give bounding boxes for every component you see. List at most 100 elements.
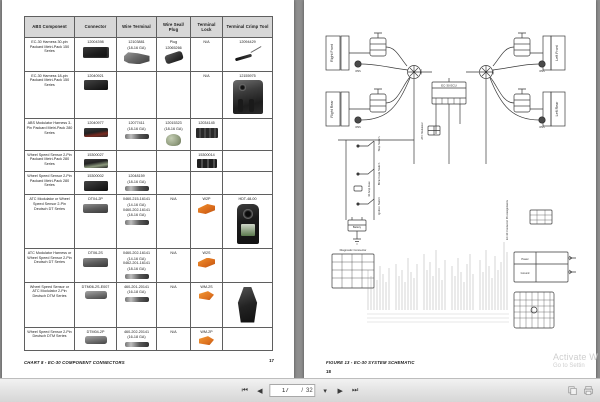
wire-seal-photo — [163, 50, 184, 65]
table-row: ATC Modulator Harness or Wheel Speed Sen… — [24, 248, 273, 283]
svg-text:Right Front: Right Front — [330, 44, 334, 62]
previous-page-icon[interactable]: ◀ — [257, 387, 263, 395]
cell-wire-seal: N/A — [156, 281, 191, 328]
cell-wire-seal: 12015323 (18-16 GA) — [156, 118, 191, 151]
connector-part-number: DTM06-2S-E007 — [81, 284, 110, 289]
wire-terminal-part-number: 0460-215-16141 — [122, 197, 151, 202]
cell-crimp-tool — [222, 149, 273, 173]
copy-icon[interactable] — [567, 385, 578, 396]
wire-terminal-gauge: (14-16 GA) — [127, 256, 146, 261]
svg-text:WSS: WSS — [355, 126, 361, 129]
component-name: ATC Modulator Harness or Wheel Speed Sen… — [27, 251, 72, 265]
chart-caption: CHART 8 - EC-30 COMPONENT CONNECTORS — [24, 360, 125, 365]
wire-seal-value: N/A — [170, 329, 177, 334]
connector-photo — [84, 336, 107, 345]
cell-terminal-lock: WM-2P — [190, 326, 223, 351]
page-number-field[interactable]: / 32 — [269, 384, 316, 397]
next-page-icon[interactable]: ▶ — [337, 387, 343, 395]
svg-text:WSS: WSS — [539, 70, 545, 73]
connector-photo — [83, 180, 108, 191]
cell-connector: DT04-2P — [74, 194, 117, 249]
cell-wire-seal: N/A — [156, 194, 191, 249]
svg-text:Power: Power — [521, 257, 528, 261]
terminal-lock-value: N/A — [203, 73, 210, 78]
wire-terminal-gauge: (18-16 GA) — [127, 45, 146, 50]
pin-assignment-note: EC-30 Connector Pin Assignments — [505, 199, 509, 240]
cell-wire-terminal — [116, 70, 157, 120]
wire-terminal-photo — [124, 133, 149, 139]
cell-wire-seal: Plug 12065266 — [156, 37, 191, 72]
wire-terminal-part-number-2: 0460-202-16141 — [122, 207, 151, 212]
pagination-controls[interactable]: ⏮ ◀ / 32 ▾ ▶ ⏭ — [239, 384, 360, 397]
table-row: Wheel Speed Sensor or ATC Modulator 2-Pi… — [24, 281, 273, 328]
cell-component: ATC Modulator or Wheel Speed Sensor 2-Pi… — [24, 194, 75, 249]
table-row: ATC Modulator or Wheel Speed Sensor 2-Pi… — [24, 194, 273, 249]
svg-text:Diagnostic Connector: Diagnostic Connector — [340, 248, 367, 252]
wire-terminal-part-number: 12077411 — [128, 121, 145, 126]
svg-text:Ignition Switch: Ignition Switch — [377, 197, 381, 215]
component-name: Wheel Speed Sensor 2-Pin Packard Metri-P… — [27, 174, 72, 188]
wire-terminal-gauge: (14-16 GA) — [127, 203, 146, 207]
cell-connector: DT06-2S — [74, 248, 117, 283]
crimp-tool-photo — [236, 204, 259, 244]
crimp-tool-part-number: 12155975 — [239, 73, 256, 78]
toolbar-right-actions[interactable] — [567, 385, 594, 396]
table-row: EC-30 Harness 30-pin Packard Metri-Pack … — [24, 37, 273, 72]
wire-terminal-gauge: (18-16 GA) — [127, 179, 146, 184]
cell-component: EC-30 Harness 30-pin Packard Metri-Pack … — [24, 37, 75, 72]
wire-terminal-gauge: (16-18 GA) — [127, 335, 146, 340]
connector-photo — [82, 46, 109, 58]
cell-component: ATC Modulator Harness or Wheel Speed Sen… — [24, 248, 75, 283]
wire-terminal-part-number: 12103881 — [128, 40, 145, 44]
cell-crimp-tool: 12094429 — [222, 37, 273, 72]
wire-terminal-gauge: (18-16 GA) — [127, 126, 146, 131]
wire-terminal-photo — [124, 186, 149, 192]
wire-terminal-gauge-2: (18-16 GA) — [127, 266, 146, 271]
connector-part-number: DT06-2S — [88, 251, 103, 255]
column-header-terminal-crimp-tool: Terminal Crimp Tool — [222, 16, 273, 38]
column-header-connector: Connector — [74, 16, 117, 38]
component-name: ATC Modulator or Wheel Speed Sensor 2-Pi… — [29, 197, 70, 211]
cell-wire-seal: N/A — [156, 326, 191, 351]
cell-terminal-lock: N/A — [190, 37, 223, 72]
connector-part-number: 12004398 — [87, 40, 104, 44]
cell-wire-terminal: 460-202-20141 (16-18 GA) — [116, 326, 157, 351]
terminal-lock-photo — [196, 159, 217, 169]
svg-text:Stop Switch: Stop Switch — [377, 136, 381, 151]
print-icon[interactable] — [583, 385, 594, 396]
page-separator: / — [301, 387, 303, 394]
cell-connector: 12040921 — [74, 70, 117, 120]
wire-seal-part-number: 12015323 — [165, 121, 182, 126]
crimp-tool-photo — [232, 80, 263, 115]
cell-component: EC-30 Harness 18-pin Packard Metri-Pack … — [24, 70, 75, 120]
component-name: EC-30 Harness 18-pin Packard Metri-Pack … — [29, 73, 70, 87]
last-page-icon[interactable]: ⏭ — [352, 386, 359, 394]
wire-terminal-gauge-2: (18-16 GA) — [127, 213, 146, 218]
column-header-wire-terminal: Wire Terminal — [116, 16, 157, 38]
current-page-input[interactable] — [272, 387, 299, 394]
terminal-lock-value: W2P — [202, 197, 211, 202]
cell-connector: 15300002 — [74, 171, 117, 196]
cell-terminal-lock: W2S — [190, 248, 223, 283]
terminal-lock-photo — [199, 291, 214, 301]
wire-terminal-photo — [124, 341, 149, 347]
wire-terminal-photo — [124, 219, 149, 225]
wire-seal-gauge: (18-16 GA) — [164, 126, 183, 131]
chevron-down-icon[interactable]: ▾ — [323, 387, 327, 395]
first-page-icon[interactable]: ⏮ — [241, 386, 248, 394]
document-page-right[interactable]: Right Front Right Rear Left Front Left R… — [304, 0, 596, 379]
document-page-left[interactable]: ABS Component Connector Wire Terminal Wi… — [2, 0, 294, 379]
cell-crimp-tool — [222, 118, 273, 151]
svg-text:Left Rear: Left Rear — [555, 101, 559, 117]
component-name: EC-30 Harness 30-pin Packard Metri-Pack … — [29, 40, 70, 54]
figure-caption: FIGURE 13 - EC-30 SYSTEM SCHEMATIC — [326, 360, 415, 365]
terminal-lock-value: 12034145 — [198, 121, 215, 126]
viewer-toolbar[interactable]: ⏮ ◀ / 32 ▾ ▶ ⏭ — [0, 378, 600, 402]
column-header-abs-component: ABS Component — [24, 16, 75, 38]
connector-photo — [83, 204, 108, 213]
svg-text:WSS: WSS — [539, 126, 545, 129]
cell-terminal-lock: 12034145 — [190, 118, 223, 151]
svg-text:30 Amp Fuse: 30 Amp Fuse — [367, 181, 371, 197]
system-schematic-diagram: Right Front Right Rear Left Front Left R… — [318, 14, 582, 344]
